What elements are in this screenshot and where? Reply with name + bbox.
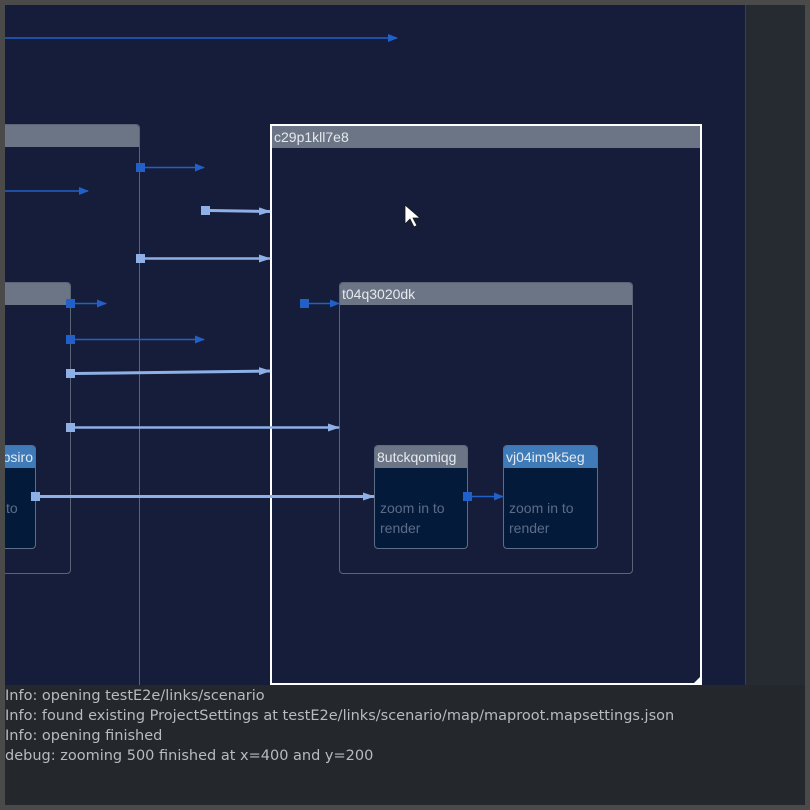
node-header[interactable]: psiro [5, 446, 35, 468]
zoom-placeholder: zoom in to render [509, 500, 574, 536]
node-header[interactable]: c29p1kll7e8 [272, 126, 700, 148]
link[interactable] [136, 254, 271, 263]
node-left-leaf[interactable]: psiro to [5, 445, 36, 549]
node-header[interactable]: vj04im9k5eg [504, 446, 597, 468]
node-header[interactable]: 8utckqomiqg [375, 446, 467, 468]
map-canvas[interactable]: psiro to c29p1kll7e8 t04q3020dk 8utckqom… [5, 5, 745, 685]
node-header[interactable]: t04q3020dk [340, 283, 632, 305]
zoom-placeholder: zoom in to render [380, 500, 445, 536]
log-console: Info: opening testE2e/links/scenario Inf… [5, 685, 805, 805]
node-8utckqomiqg[interactable]: 8utckqomiqg zoom in to render [374, 445, 468, 549]
log-line: debug: zooming 500 finished at x=400 and… [5, 748, 374, 764]
side-panel [745, 5, 805, 685]
log-line: Info: opening testE2e/links/scenario [5, 688, 265, 704]
link[interactable] [201, 206, 271, 216]
zoom-placeholder: to [6, 500, 18, 516]
link[interactable] [136, 163, 205, 172]
node-vj04im9k5eg[interactable]: vj04im9k5eg zoom in to render [503, 445, 598, 549]
resize-handle[interactable] [694, 677, 700, 683]
app-window: psiro to c29p1kll7e8 t04q3020dk 8utckqom… [5, 5, 805, 805]
log-line: Info: opening finished [5, 728, 163, 744]
node-header[interactable] [5, 283, 70, 305]
node-title: psiro [5, 449, 33, 465]
node-header[interactable] [5, 125, 139, 147]
log-line: Info: found existing ProjectSettings at … [5, 708, 675, 724]
